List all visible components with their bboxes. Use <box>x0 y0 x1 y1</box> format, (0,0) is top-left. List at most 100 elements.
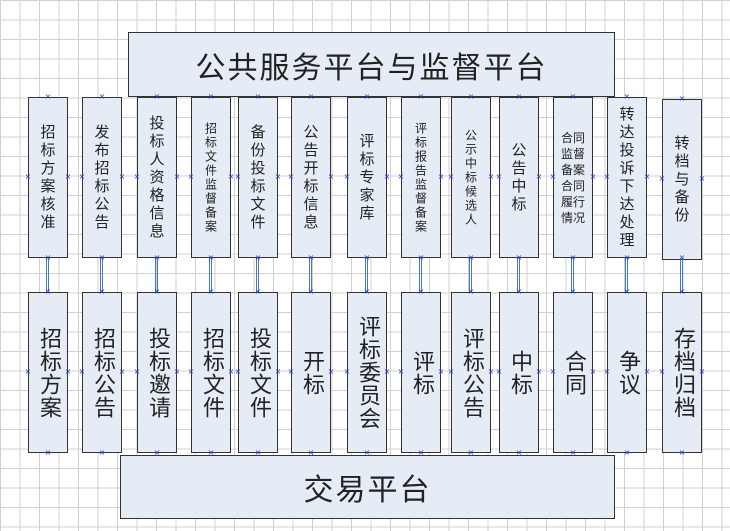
supervision-label: 转档与备份 <box>672 134 691 225</box>
transaction-label: 投标文件 <box>246 326 271 419</box>
connection-point-marker: × <box>24 367 32 376</box>
supervision-box: 备份投标文件 <box>238 97 278 258</box>
connection-point-marker: × <box>343 172 351 181</box>
connection-point-marker: × <box>287 367 295 376</box>
supervision-box: 公告中标 <box>499 97 539 258</box>
connection-point-marker: × <box>207 253 215 262</box>
supervision-label: 评标报告监督备案 <box>413 121 428 234</box>
connector-line <box>100 258 103 293</box>
connection-point-marker: × <box>207 92 215 101</box>
connection-point-marker: × <box>383 172 391 181</box>
transaction-box: 存档归档 <box>662 292 702 453</box>
connector-line <box>256 258 259 293</box>
connection-point-marker: × <box>44 287 52 296</box>
connection-point-marker: × <box>549 367 557 376</box>
connection-point-marker: × <box>603 172 611 181</box>
connection-point-marker: × <box>327 172 335 181</box>
supervision-label: 公告中标 <box>509 141 528 214</box>
top-platform-label: 公共服务平台与监督平台 <box>195 50 548 86</box>
transaction-box: 招标方案 <box>28 292 68 453</box>
connection-point-marker: × <box>447 172 455 181</box>
connector-line <box>469 258 472 293</box>
transaction-box: 争议 <box>607 292 647 453</box>
supervision-label: 公告开标信息 <box>301 123 320 232</box>
connection-point-marker: × <box>153 287 161 296</box>
connector-line <box>365 258 368 293</box>
transaction-box: 评标公告 <box>451 292 491 453</box>
connection-point-marker: × <box>234 367 242 376</box>
connection-point-marker: × <box>678 94 686 103</box>
connection-point-marker: × <box>515 92 523 101</box>
connection-point-marker: × <box>254 253 262 262</box>
connection-point-marker: × <box>397 367 405 376</box>
connection-point-marker: × <box>274 172 282 181</box>
supervision-box: 评标专家库 <box>347 97 387 258</box>
connector-line <box>209 258 212 293</box>
connection-point-marker: × <box>467 92 475 101</box>
connection-point-marker: × <box>227 367 235 376</box>
supervision-label: 公示中标候选人 <box>463 128 478 227</box>
connection-point-marker: × <box>658 174 666 183</box>
connection-point-marker: × <box>363 92 371 101</box>
supervision-box: 合同监督备案合同履行情况 <box>553 97 593 258</box>
transaction-label: 中标 <box>507 349 532 396</box>
supervision-label: 招标文件监督备案 <box>203 121 218 234</box>
connection-point-marker: × <box>437 367 445 376</box>
connection-point-marker: × <box>515 448 523 457</box>
connection-point-marker: × <box>187 367 195 376</box>
connection-point-marker: × <box>44 253 52 262</box>
connection-point-marker: × <box>569 287 577 296</box>
connection-point-marker: × <box>254 92 262 101</box>
connector-line <box>625 258 628 293</box>
connection-point-marker: × <box>44 448 52 457</box>
connection-point-marker: × <box>535 172 543 181</box>
transaction-label: 争议 <box>615 349 640 396</box>
transaction-label: 招标公告 <box>90 326 115 419</box>
connection-point-marker: × <box>133 367 141 376</box>
transaction-box: 开标 <box>291 292 331 453</box>
supervision-box: 发布招标公告 <box>82 97 122 258</box>
transaction-label: 招标文件 <box>199 326 224 419</box>
connection-point-marker: × <box>515 287 523 296</box>
transaction-box: 招标文件 <box>191 292 231 453</box>
connection-point-marker: × <box>589 172 597 181</box>
connection-point-marker: × <box>118 367 126 376</box>
connection-point-marker: × <box>287 172 295 181</box>
connection-point-marker: × <box>623 92 631 101</box>
connection-point-marker: × <box>383 367 391 376</box>
supervision-box: 转档与备份 <box>662 99 702 260</box>
connection-point-marker: × <box>254 287 262 296</box>
connection-point-marker: × <box>467 253 475 262</box>
connection-point-marker: × <box>623 448 631 457</box>
connection-point-marker: × <box>569 448 577 457</box>
connection-point-marker: × <box>487 367 495 376</box>
connector-line <box>155 258 158 293</box>
transaction-label: 开标 <box>299 349 324 396</box>
connection-point-marker: × <box>207 448 215 457</box>
transaction-box: 招标公告 <box>82 292 122 453</box>
connection-point-marker: × <box>227 172 235 181</box>
connector-line <box>46 258 49 293</box>
connection-point-marker: × <box>64 172 72 181</box>
connection-point-marker: × <box>603 367 611 376</box>
connection-point-marker: × <box>173 367 181 376</box>
connection-point-marker: × <box>515 253 523 262</box>
transaction-box: 投标文件 <box>238 292 278 453</box>
connection-point-marker: × <box>643 367 651 376</box>
supervision-label: 备份投标文件 <box>248 123 267 232</box>
transaction-label: 招标方案 <box>36 326 61 419</box>
connection-point-marker: × <box>447 367 455 376</box>
supervision-box: 投标人资格信息 <box>137 97 177 258</box>
transaction-box: 评标 <box>401 292 441 453</box>
transaction-label: 投标邀请 <box>145 326 170 419</box>
connection-point-marker: × <box>363 253 371 262</box>
connection-point-marker: × <box>98 287 106 296</box>
connection-point-marker: × <box>549 172 557 181</box>
connection-point-marker: × <box>397 172 405 181</box>
connection-point-marker: × <box>153 92 161 101</box>
connector-line <box>517 258 520 293</box>
connection-point-marker: × <box>118 172 126 181</box>
supervision-box: 转达投诉下达处理 <box>607 97 647 258</box>
transaction-box: 投标邀请 <box>137 292 177 453</box>
